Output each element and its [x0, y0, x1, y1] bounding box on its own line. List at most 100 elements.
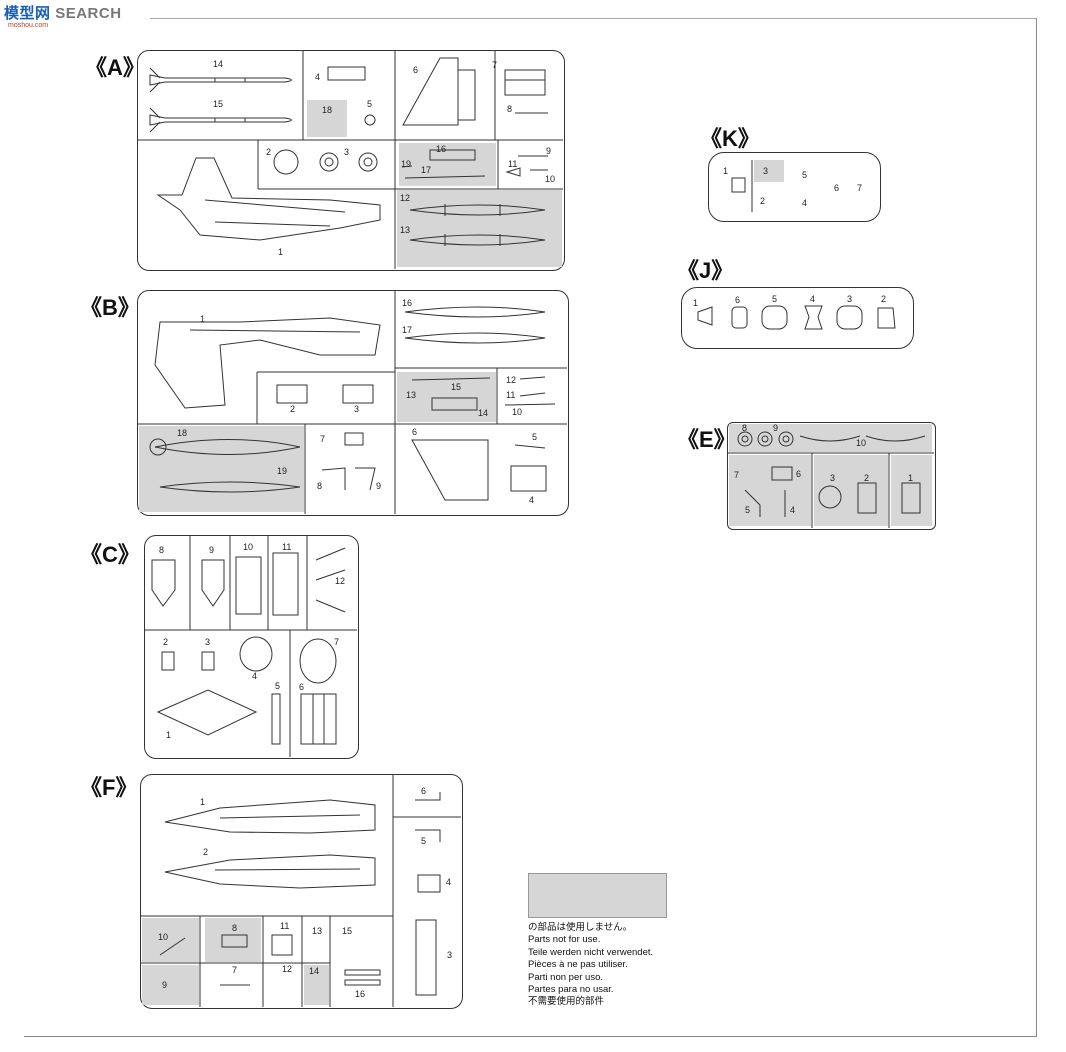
legend-line-fr: Pièces à ne pas utiliser. [528, 959, 628, 971]
svg-text:12: 12 [282, 964, 292, 974]
svg-text:9: 9 [209, 545, 214, 555]
svg-text:11: 11 [282, 542, 291, 552]
svg-text:1: 1 [693, 298, 698, 308]
svg-text:9: 9 [546, 146, 551, 156]
sprue-f-art [140, 774, 461, 1007]
sprue-label-e: 《E》 [677, 427, 736, 452]
svg-text:6: 6 [735, 295, 740, 305]
svg-text:16: 16 [436, 144, 446, 154]
svg-text:3: 3 [847, 294, 852, 304]
sprue-label-j: 《J》 [677, 258, 734, 283]
svg-text:4: 4 [529, 495, 534, 505]
svg-text:8: 8 [507, 104, 512, 114]
sprue-k-art [731, 160, 784, 212]
svg-text:8: 8 [159, 545, 164, 555]
sprue-label-b: 《B》 [80, 295, 140, 320]
sprue-label-a: 《A》 [85, 55, 145, 80]
svg-text:7: 7 [492, 60, 497, 70]
svg-text:11: 11 [508, 159, 517, 169]
svg-text:5: 5 [745, 505, 750, 515]
svg-text:18: 18 [322, 105, 332, 115]
svg-text:6: 6 [413, 65, 418, 75]
svg-text:11: 11 [506, 390, 515, 400]
svg-text:2: 2 [163, 637, 168, 647]
svg-text:3: 3 [354, 404, 359, 414]
legend-line-ja: の部品は使用しません。 [528, 922, 633, 933]
sprue-c [144, 535, 359, 759]
sprue-a-art [137, 50, 563, 269]
legend-line-it: Parti non per uso. [528, 971, 603, 983]
svg-text:7: 7 [232, 965, 237, 975]
svg-text:15: 15 [451, 382, 461, 392]
watermark-logo: 模型网 SEARCH [4, 5, 122, 22]
legend-line-en: Parts not for use. [528, 934, 601, 946]
svg-text:9: 9 [376, 481, 381, 491]
svg-text:5: 5 [367, 99, 372, 109]
sprue-c-art [144, 535, 357, 757]
page-frame [24, 18, 1037, 1037]
svg-text:9: 9 [162, 980, 167, 990]
svg-text:19: 19 [401, 159, 411, 169]
svg-text:8: 8 [232, 923, 237, 933]
legend-line-de: Teile werden nicht verwendet. [528, 946, 654, 958]
svg-text:5: 5 [421, 836, 426, 846]
svg-text:10: 10 [545, 174, 555, 184]
svg-text:3: 3 [763, 166, 768, 176]
svg-text:10: 10 [243, 542, 253, 552]
svg-text:19: 19 [277, 466, 287, 476]
svg-text:2: 2 [290, 404, 295, 414]
svg-text:3: 3 [830, 473, 835, 483]
svg-text:4: 4 [315, 72, 320, 82]
svg-text:10: 10 [512, 407, 522, 417]
svg-text:1: 1 [723, 166, 728, 176]
svg-text:2: 2 [760, 196, 765, 206]
svg-text:6: 6 [796, 469, 801, 479]
svg-text:7: 7 [334, 637, 339, 647]
svg-text:7: 7 [857, 183, 862, 193]
svg-text:13: 13 [312, 926, 322, 936]
svg-text:13: 13 [406, 390, 416, 400]
unused-parts-swatch [528, 873, 667, 918]
svg-text:4: 4 [810, 294, 815, 304]
svg-text:2: 2 [881, 294, 886, 304]
svg-text:16: 16 [402, 298, 412, 308]
svg-text:11: 11 [280, 921, 289, 931]
svg-text:2: 2 [266, 147, 271, 157]
sprue-k [708, 152, 881, 222]
svg-text:2: 2 [203, 847, 208, 857]
svg-text:13: 13 [400, 225, 410, 235]
svg-text:1: 1 [166, 730, 171, 740]
svg-text:1: 1 [200, 314, 205, 324]
legend-line-es: Partes para no usar. [528, 984, 614, 996]
svg-text:5: 5 [772, 294, 777, 304]
svg-text:1: 1 [200, 797, 205, 807]
svg-text:16: 16 [355, 989, 365, 999]
svg-text:3: 3 [344, 147, 349, 157]
sprue-j [681, 287, 914, 349]
svg-text:12: 12 [335, 576, 345, 586]
svg-text:17: 17 [402, 325, 412, 335]
unused-parts-legend: の部品は使用しません。 Parts not for use. Teile wer… [528, 922, 653, 1009]
svg-text:3: 3 [447, 950, 452, 960]
sprue-label-f: 《F》 [80, 775, 138, 800]
svg-text:10: 10 [856, 438, 866, 448]
svg-text:2: 2 [864, 473, 869, 483]
svg-text:4: 4 [790, 505, 795, 515]
svg-text:5: 5 [802, 170, 807, 180]
svg-text:15: 15 [213, 99, 223, 109]
sprue-label-k: 《K》 [700, 126, 760, 151]
svg-text:5: 5 [275, 681, 280, 691]
svg-text:14: 14 [213, 59, 223, 69]
svg-text:8: 8 [317, 481, 322, 491]
svg-text:3: 3 [205, 637, 210, 647]
sprue-b-art [137, 290, 567, 514]
svg-text:6: 6 [412, 427, 417, 437]
svg-text:4: 4 [252, 671, 257, 681]
sprue-e-art [727, 424, 934, 528]
legend-line-zh: 不需要使用的部件 [528, 996, 605, 1008]
svg-text:14: 14 [309, 966, 319, 976]
watermark-url: moshou.com [8, 22, 49, 29]
svg-text:18: 18 [177, 428, 187, 438]
svg-text:14: 14 [478, 408, 488, 418]
